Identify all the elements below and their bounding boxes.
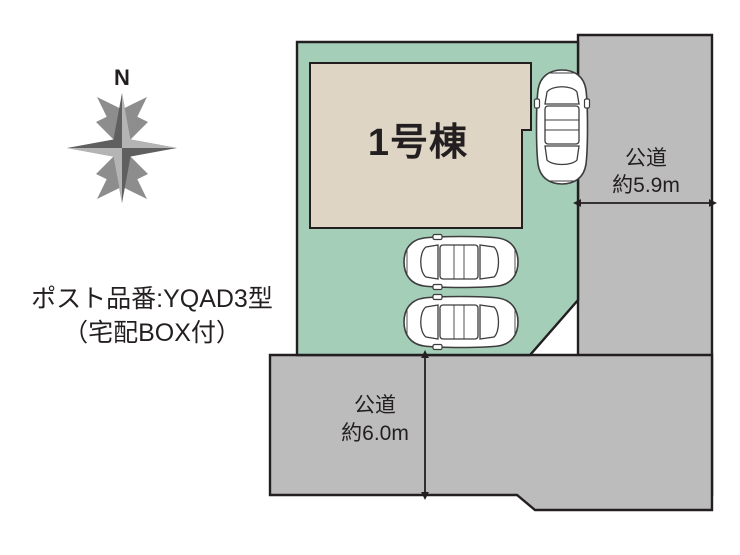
post-model-note-line2: （宅配BOX付）: [63, 319, 241, 347]
road-seam-fill: [580, 357, 710, 493]
parking-space-2-car: [403, 233, 519, 291]
east-road-width: 約5.9m: [612, 174, 680, 197]
parking-space-1-car: [533, 69, 591, 185]
compass-north-label: N: [114, 65, 130, 90]
building-label: 1号棟: [368, 122, 468, 164]
south-road-name: 公道: [354, 394, 396, 417]
post-model-note-line1: ポスト品番:YQAD3型: [31, 285, 273, 313]
south-road-width: 約6.0m: [341, 422, 409, 445]
building-footprint: [309, 62, 532, 229]
parking-space-3-car: [403, 293, 519, 351]
north-compass-rose: N: [67, 65, 177, 203]
east-road-name: 公道: [625, 147, 667, 170]
